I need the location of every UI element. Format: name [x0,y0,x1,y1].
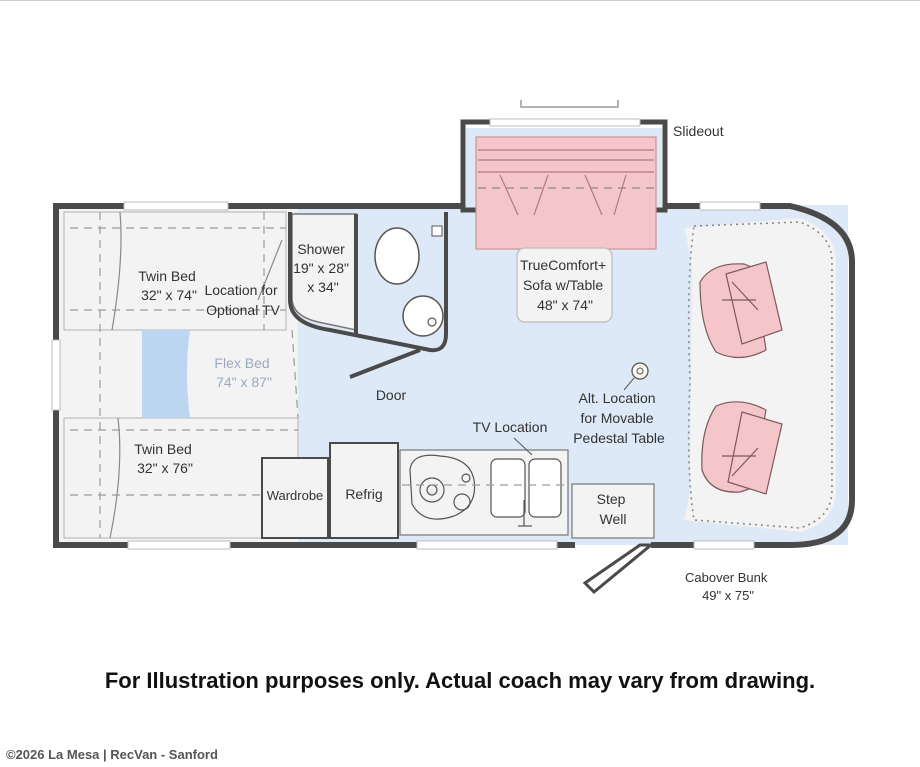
galley-sink [490,458,562,527]
tv-location-label: TV Location [473,419,548,435]
toilet [374,227,420,285]
pedestal-leader [623,377,635,391]
flex-bed-label: Flex Bed 74" x 87" [214,355,273,390]
sofa-label: TrueComfort+ Sofa w/Table 48" x 74" [520,257,610,313]
twin-bed-top-label: Twin Bed 32" x 74" [138,268,199,303]
step-well-label: Step Well [597,491,630,527]
top-rule [0,0,920,1]
toilet-tank [431,225,443,237]
twin-bed-bottom-label: Twin Bed 32" x 76" [134,441,195,476]
bathroom-sink [402,295,444,337]
wardrobe [261,457,329,539]
slideout-awning [520,100,619,108]
door-swing [349,348,421,379]
sink-drain [427,317,437,327]
illustration-disclaimer: For Illustration purposes only. Actual c… [104,668,816,693]
door-label: Door [376,387,407,403]
flex-bed-highlight [142,330,190,418]
stove [409,454,476,520]
cab-seat-top [699,261,783,359]
sofa-label-box [516,247,613,323]
sofa [475,136,657,250]
sofa-details [478,149,654,216]
step-well [571,483,655,539]
cab-seat-bottom [701,401,783,495]
wardrobe-label: Wardrobe [267,488,324,503]
cabover-label: Cabover Bunk 49" x 75" [685,570,771,603]
pedestal-table-marker [631,362,649,380]
windows [51,201,761,550]
bed-fold-lines [109,211,283,539]
refrig-label: Refrig [345,486,382,502]
shower-stall [291,213,357,331]
shower-label: Shower 19" x 28" x 34" [293,241,353,295]
bed-dashed-lines [70,212,299,538]
cabover-bunk-outline [687,221,833,529]
tv-leader [513,437,533,456]
entry-door [582,543,656,595]
copyright-text: ©2026 La Mesa | RecVan - Sanford [6,747,218,762]
optional-tv-label: Location for Optional TV [204,282,281,318]
alt-table-label: Alt. Location for Movable Pedestal Table [573,390,665,446]
bathroom-wall [288,212,448,353]
floorplan-diagram: Slideout Shower 19" x 28" x 34" Twin Bed… [51,100,855,603]
slideout-window [489,118,641,127]
slideout-label: Slideout [673,123,724,139]
refrigerator [329,442,399,539]
pedestal-table-center [636,367,644,375]
